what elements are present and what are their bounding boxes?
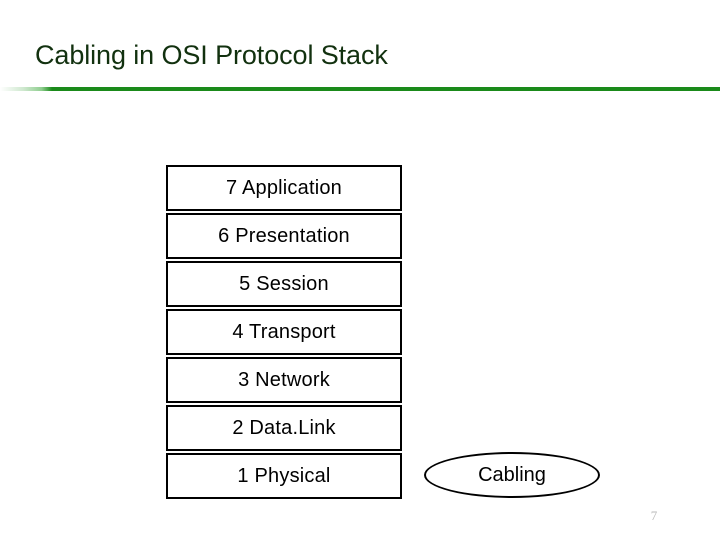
osi-layer-label: 5 Session — [239, 272, 329, 295]
osi-layer-label: 1 Physical — [237, 464, 331, 487]
osi-layer-label: 4 Transport — [232, 320, 336, 343]
cabling-callout-ellipse: Cabling — [424, 452, 600, 498]
osi-layer-3-network: 3 Network — [166, 357, 402, 403]
osi-layer-6-presentation: 6 Presentation — [166, 213, 402, 259]
osi-layer-label: 7 Application — [225, 176, 343, 199]
title-divider — [0, 87, 720, 91]
osi-layer-label: 3 Network — [238, 368, 330, 391]
osi-layer-1-physical: 1 Physical — [166, 453, 402, 499]
cabling-callout-label: Cabling — [478, 463, 546, 486]
osi-layer-label: 6 Presentation — [218, 224, 350, 247]
osi-layer-2-datalink: 2 Data.Link — [166, 405, 402, 451]
osi-layer-7-application: 7 Application — [166, 165, 402, 211]
osi-layer-5-session: 5 Session — [166, 261, 402, 307]
title-divider-highlight — [0, 87, 52, 91]
page-title: Cabling in OSI Protocol Stack — [35, 40, 388, 70]
osi-layer-label: 2 Data.Link — [232, 416, 336, 439]
slide-page-number: 7 — [650, 508, 658, 523]
osi-protocol-stack: 7 Application 6 Presentation 5 Session 4… — [166, 165, 402, 499]
osi-layer-4-transport: 4 Transport — [166, 309, 402, 355]
